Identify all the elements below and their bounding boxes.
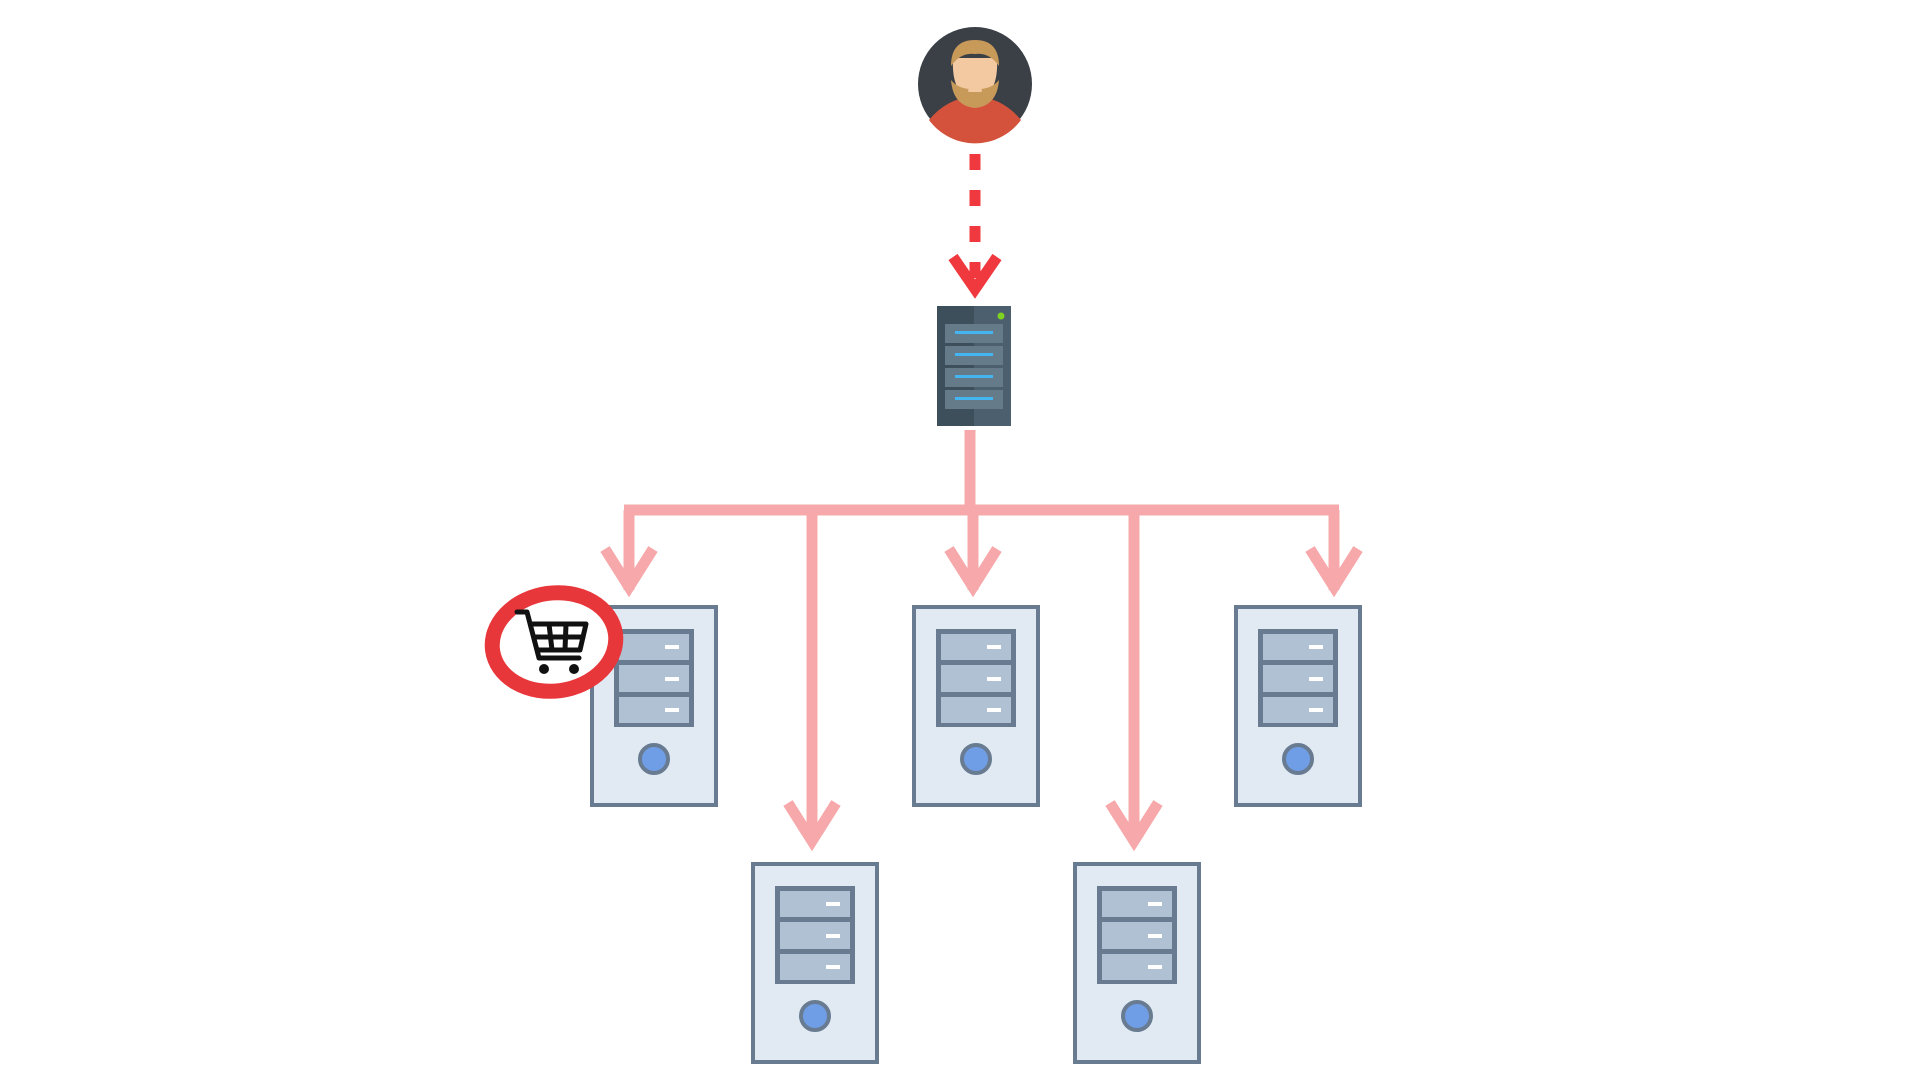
server-2[interactable] xyxy=(751,862,879,1064)
rack-server-icon xyxy=(937,306,1011,426)
tower-server-icon xyxy=(1234,605,1362,807)
arrowhead-server-1 xyxy=(600,546,658,598)
tower-server-icon xyxy=(912,605,1040,807)
arrowhead-server-2 xyxy=(783,800,841,852)
load-balancer-server[interactable] xyxy=(937,306,1011,426)
arrowhead-server-3 xyxy=(944,546,1002,598)
request-arrowhead xyxy=(948,253,1002,299)
cart-badge xyxy=(484,585,624,699)
arrowhead-server-4 xyxy=(1105,800,1163,852)
arrowhead-server-5 xyxy=(1305,546,1363,598)
shopping-cart-icon xyxy=(514,609,589,674)
bearded-user-avatar-icon xyxy=(929,40,1021,144)
server-5[interactable] xyxy=(1234,605,1362,807)
server-3[interactable] xyxy=(912,605,1040,807)
user-avatar[interactable] xyxy=(918,27,1032,144)
distribution-lines xyxy=(600,430,1363,852)
server-4[interactable] xyxy=(1073,862,1201,1064)
request-arrow xyxy=(948,154,1002,299)
badge-ring xyxy=(484,585,624,699)
tower-server-icon xyxy=(1073,862,1201,1064)
tower-server-icon xyxy=(751,862,879,1064)
